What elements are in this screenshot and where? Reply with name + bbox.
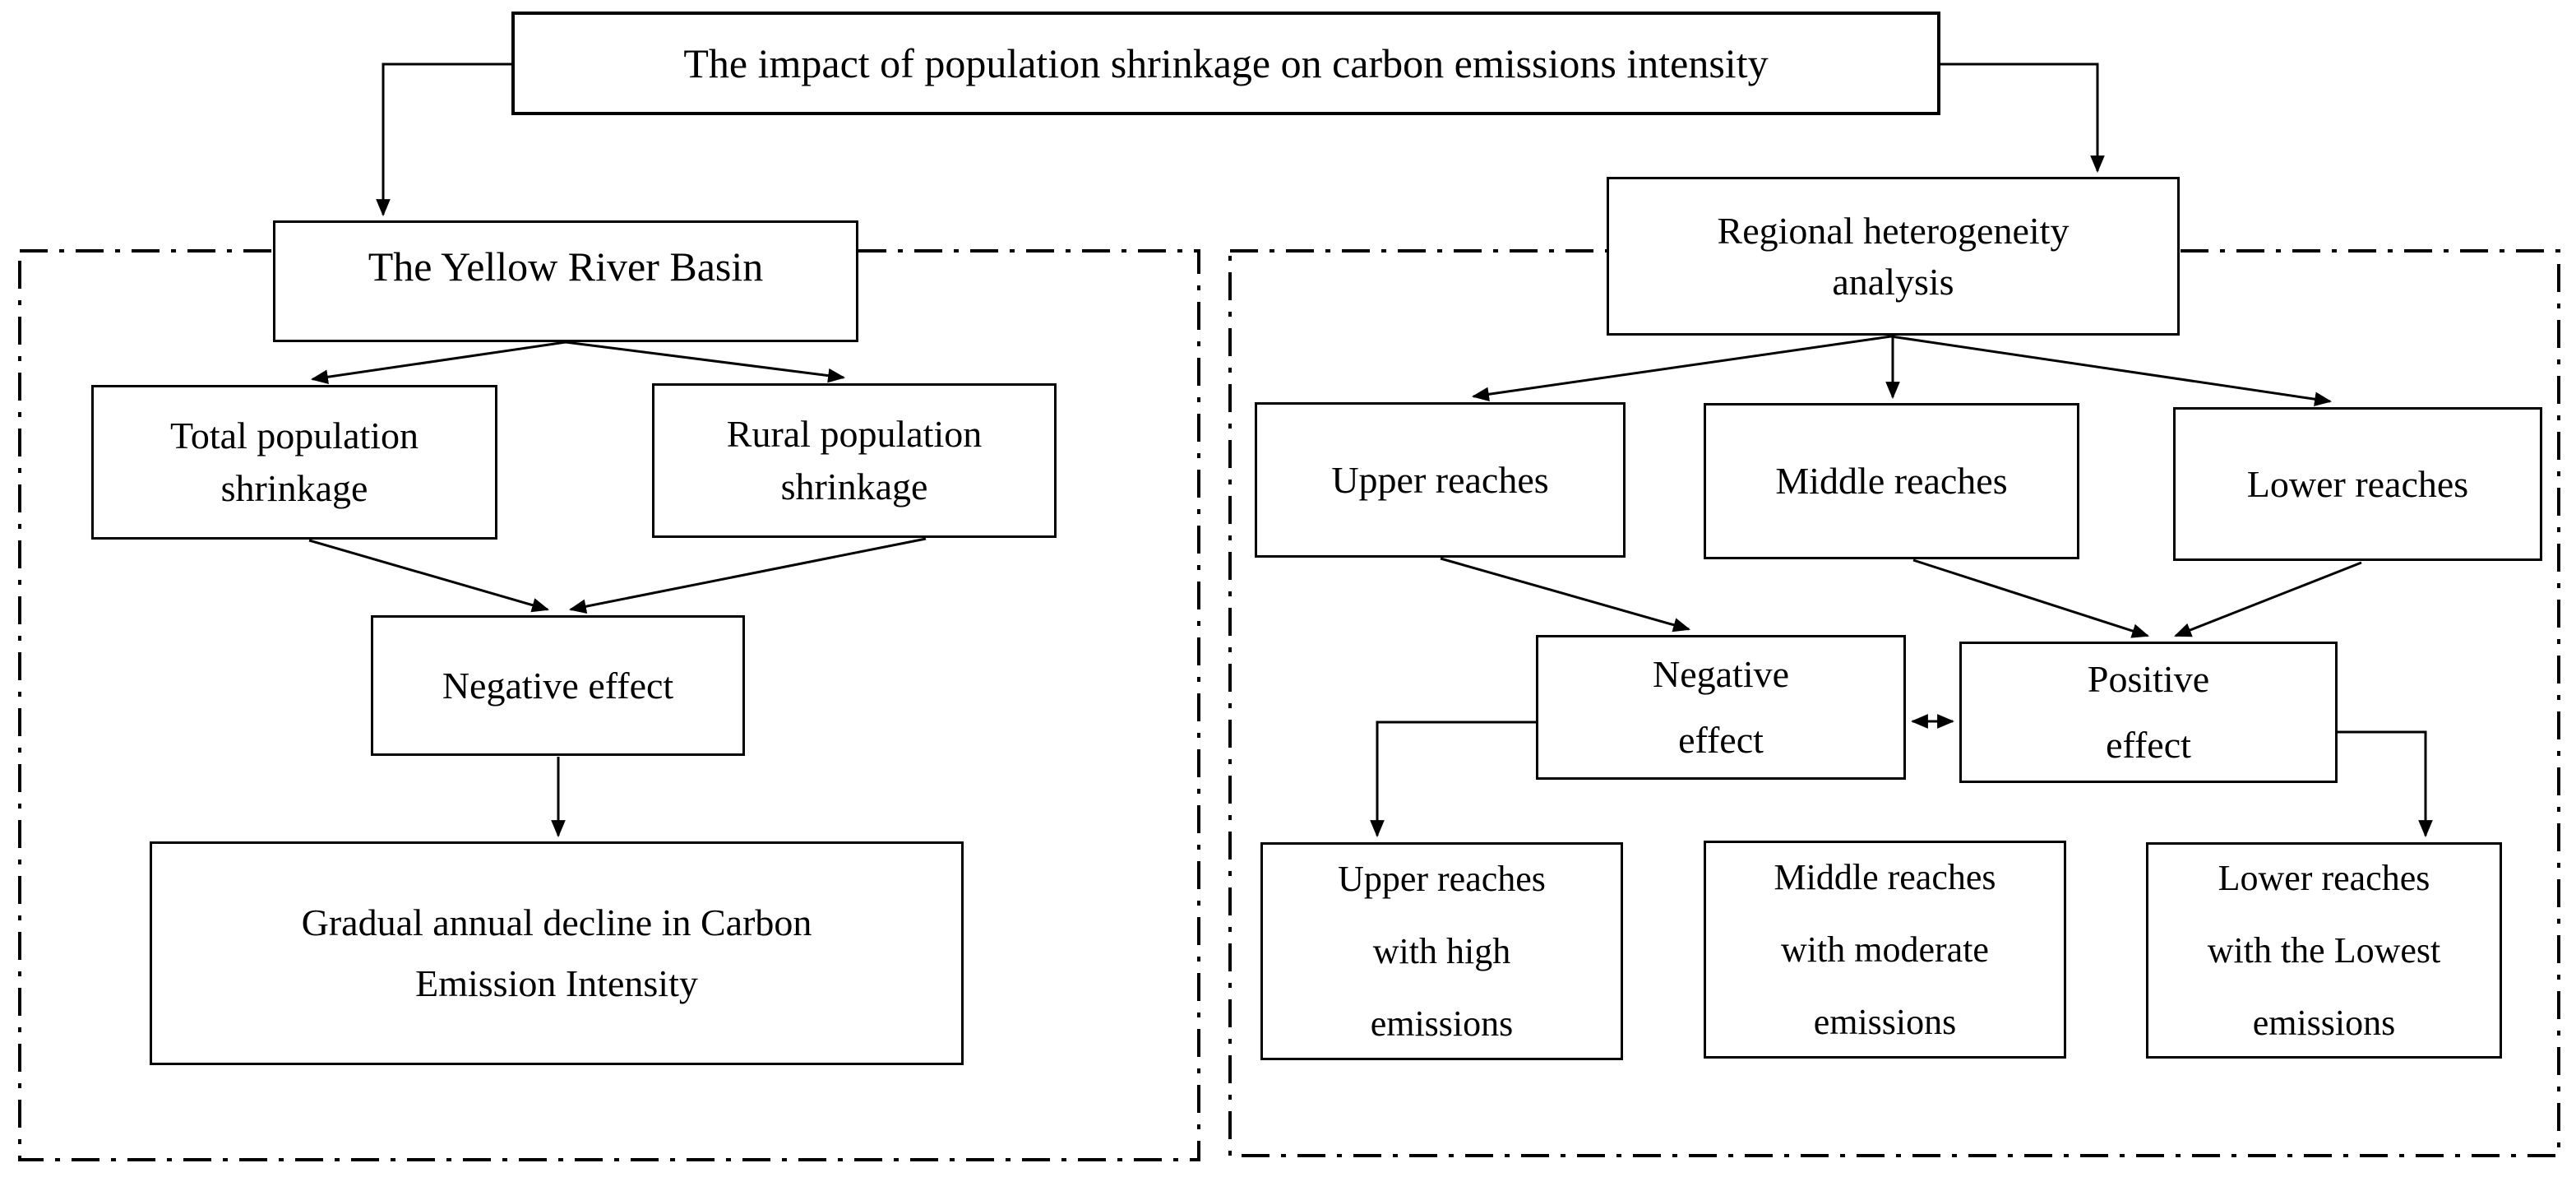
- upper-reaches-box: Upper reaches: [1255, 402, 1626, 558]
- arrow-upper-reaches-to-negative-effect: [1440, 557, 1691, 633]
- rural-population-line-1: Rural population: [726, 413, 983, 455]
- total-population-line-1: Total population: [169, 415, 419, 456]
- yellow-river-basin-box: The Yellow River Basin: [273, 220, 858, 342]
- negative-effect-right-line-1: Negative: [1652, 653, 1790, 695]
- yellow-river-basin-text: The Yellow River Basin: [368, 243, 764, 290]
- total-population-line-2: shrinkage: [220, 467, 368, 509]
- middle-reaches-box: Middle reaches: [1704, 403, 2079, 559]
- arrow-yrb-to-total-population: [310, 341, 567, 384]
- arrow-title-to-yellow-river-basin: [376, 63, 511, 217]
- rural-population-shrinkage-box: Rural population shrinkage: [652, 383, 1057, 538]
- arrow-negative-effect-to-upper-emissions: [1370, 721, 1536, 838]
- lower-reaches-box: Lower reaches: [2173, 407, 2542, 561]
- gradual-decline-line-2: Emission Intensity: [415, 962, 698, 1004]
- upper-reaches-high-emissions-box: Upper reaches with high emissions: [1260, 842, 1623, 1060]
- arrow-rural-to-negative-effect: [568, 537, 927, 614]
- upper-emissions-line-3: emissions: [1370, 1003, 1514, 1044]
- negative-effect-left-box: Negative effect: [371, 615, 745, 756]
- upper-reaches-text: Upper reaches: [1331, 458, 1549, 501]
- arrow-regional-to-upper-reaches: [1471, 335, 1892, 402]
- lower-emissions-line-3: emissions: [2252, 1002, 2396, 1043]
- middle-reaches-text: Middle reaches: [1775, 460, 2008, 503]
- lower-reaches-text: Lower reaches: [2246, 462, 2469, 505]
- negative-effect-left-text: Negative effect: [442, 664, 674, 707]
- arrow-title-to-regional-heterogeneity: [1940, 63, 2105, 174]
- total-population-shrinkage-box: Total population shrinkage: [91, 385, 497, 540]
- title-text: The impact of population shrinkage on ca…: [683, 39, 1769, 86]
- lower-reaches-lowest-emissions-box: Lower reaches with the Lowest emissions: [2146, 842, 2502, 1059]
- regional-heterogeneity-box: Regional heterogeneity analysis: [1607, 177, 2180, 336]
- lower-emissions-line-2: with the Lowest: [2207, 929, 2441, 971]
- regional-heterogeneity-line-2: analysis: [1832, 260, 1954, 303]
- upper-emissions-line-1: Upper reaches: [1338, 858, 1546, 899]
- arrow-lower-reaches-to-positive-effect: [2174, 561, 2362, 637]
- middle-emissions-line-3: emissions: [1813, 1001, 1957, 1042]
- lower-emissions-line-1: Lower reaches: [2218, 857, 2430, 898]
- positive-effect-box: Positive effect: [1959, 642, 2338, 783]
- gradual-decline-line-1: Gradual annual decline in Carbon: [301, 901, 812, 943]
- positive-effect-line-2: effect: [2106, 724, 2191, 766]
- negative-effect-right-line-2: effect: [1678, 719, 1764, 761]
- arrow-regional-to-lower-reaches: [1890, 335, 2333, 406]
- positive-effect-line-1: Positive: [2087, 658, 2210, 700]
- title-box: The impact of population shrinkage on ca…: [511, 12, 1940, 115]
- middle-emissions-line-2: with moderate: [1781, 929, 1989, 970]
- middle-reaches-moderate-emissions-box: Middle reaches with moderate emissions: [1704, 841, 2066, 1059]
- gradual-decline-box: Gradual annual decline in Carbon Emissio…: [150, 841, 964, 1065]
- arrow-middle-reaches-to-positive-effect: [1912, 558, 2149, 638]
- rural-population-line-2: shrinkage: [780, 466, 928, 507]
- arrow-positive-effect-to-lower-emissions: [2338, 730, 2433, 838]
- upper-emissions-line-2: with high: [1372, 930, 1511, 971]
- regional-heterogeneity-line-1: Regional heterogeneity: [1717, 209, 2070, 252]
- arrow-total-to-negative-effect: [308, 539, 550, 613]
- arrow-yrb-to-rural-population: [565, 341, 846, 383]
- middle-emissions-line-1: Middle reaches: [1774, 856, 1996, 897]
- negative-effect-right-box: Negative effect: [1536, 635, 1906, 780]
